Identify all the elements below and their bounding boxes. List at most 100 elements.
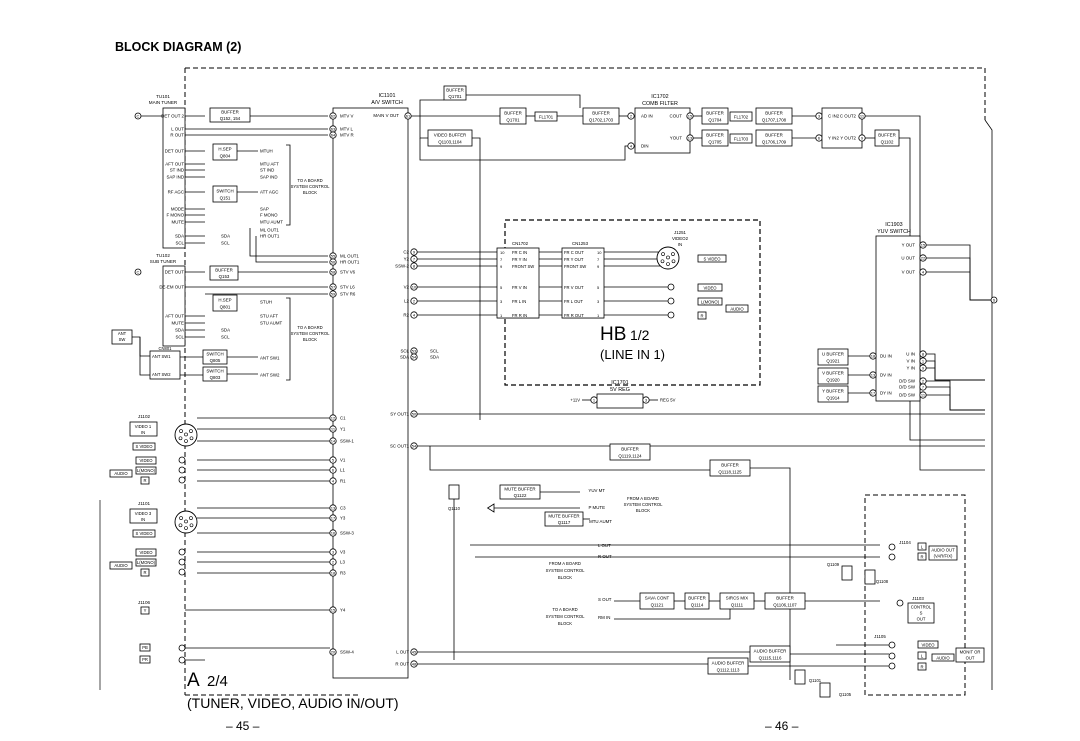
tuner-pin-label: L OUT	[171, 127, 184, 132]
ic1101-pin	[329, 112, 337, 120]
ic-pin-label: C OUT2	[840, 114, 857, 119]
ic-pin-label: SC OUT1	[390, 444, 410, 449]
block-ref: Q1112,1113	[717, 668, 740, 673]
rca-jack	[896, 599, 904, 607]
jack-mode: IN	[141, 430, 145, 435]
jack-pin	[660, 259, 665, 264]
signal-label: RM IN	[598, 615, 610, 620]
tuner-name: MAIN TUNER	[149, 100, 178, 105]
jack-label-box	[132, 529, 156, 538]
pin-number: 56	[331, 260, 336, 265]
ic1903-pin	[869, 371, 877, 379]
block-name: AUDIO BUFFER	[754, 648, 787, 653]
block-ref: Q1706,1709	[762, 140, 787, 145]
pin-number: 10	[500, 250, 505, 255]
signal-label: F MONO	[260, 213, 278, 218]
block-name: BUFFER	[776, 595, 794, 600]
block-ref: Q1114	[691, 603, 704, 608]
ic-pin-label: Y4	[340, 608, 346, 613]
wire	[926, 394, 985, 411]
note: SYSTEM CONTROL	[546, 568, 586, 573]
jack-label-box	[135, 456, 157, 465]
ic1101-pin	[329, 414, 337, 422]
tuner-ref: TU101	[156, 94, 170, 99]
board-id: HB	[600, 324, 626, 345]
ic1101-pin	[329, 569, 337, 577]
block-name: MUTE BUFFER	[548, 514, 579, 519]
block-name: BUFFER	[215, 268, 233, 273]
board-name: (LINE IN 1)	[600, 347, 665, 362]
note: BLOCK	[636, 508, 650, 513]
block-name: VIDEO BUFFER	[434, 132, 466, 137]
jack-sub: VIDEO2	[672, 236, 689, 241]
jack-label-box	[697, 311, 707, 320]
block-b_q1122	[499, 484, 541, 500]
ic1903-pin	[919, 357, 927, 365]
jack-label-box	[917, 542, 927, 551]
note: TO A BOARD	[297, 178, 322, 183]
tuner-name: SUB TUNER	[150, 259, 177, 264]
jack-label: AUDIO	[936, 656, 950, 661]
block-name: SWITCH	[206, 352, 223, 357]
block-b_q1106	[764, 592, 806, 610]
connector-cn1702	[496, 247, 540, 319]
ic1903-pin	[919, 383, 927, 391]
block-ref: Q1111	[731, 603, 744, 608]
ic-pin-label: C3	[340, 506, 346, 511]
rca-jack	[178, 456, 186, 464]
pin-number: 45	[412, 650, 417, 655]
bus-label: SCL	[430, 349, 439, 354]
pin-number: 10	[412, 285, 417, 290]
ic-pin-label: R2	[403, 313, 409, 318]
jack-label-box	[140, 476, 150, 485]
ic-pin-label: STV V6	[340, 270, 356, 275]
ic-ref: IC1702	[651, 94, 668, 100]
pin-number: 11	[331, 427, 336, 432]
block-ref: Q151	[220, 196, 231, 201]
signal-label: STU AUMT	[260, 321, 283, 326]
circle-c-left	[134, 268, 142, 276]
tuner-pin-label: SCL	[175, 241, 184, 246]
transistor-ref: Q1109	[827, 562, 840, 567]
tuner-ref: TU102	[156, 253, 170, 258]
jack-pin	[671, 252, 675, 256]
pin-number: 18	[331, 571, 336, 576]
ic-name: 5V REG	[610, 387, 630, 393]
ic1101-pin	[329, 425, 337, 433]
board-part: 2/4	[207, 673, 228, 690]
tuner-pin-label: R OUT	[170, 133, 184, 138]
ic1903-pin	[919, 254, 927, 262]
block-name: SAVA CONT	[645, 595, 670, 600]
jack-label: AUDIO	[730, 307, 744, 312]
block-b_q1118	[709, 459, 751, 477]
pin-number: 17	[871, 391, 876, 396]
block-ref: Q1115,1116	[759, 656, 782, 661]
ic1101-pin	[329, 258, 337, 266]
jack-ref: J1101	[138, 501, 151, 506]
ic-pin-label: YOUT	[670, 136, 683, 141]
pin-number: 61	[406, 114, 411, 119]
filter-fl1701	[534, 111, 558, 122]
block-name: BUFFER	[706, 110, 724, 115]
brace	[286, 297, 291, 381]
tuner-sub	[162, 265, 186, 347]
pin-number: 3	[332, 550, 335, 555]
pin-number: 2	[332, 560, 335, 565]
jack-sub: VIDEO 3	[135, 511, 152, 516]
ic-pin-label: STV R6	[340, 292, 356, 297]
circle-label: C	[137, 114, 140, 119]
note: BLOCK	[558, 575, 572, 580]
connector-ref: CN801	[158, 346, 172, 351]
pin-number: 5	[332, 458, 335, 463]
ic1101-pin	[410, 283, 418, 291]
block-name: U BUFFER	[822, 351, 844, 356]
jack-label: VIDEO	[139, 550, 153, 555]
ic-ref: IC1101	[379, 93, 396, 99]
ic-pin-label: ML OUT1	[340, 254, 359, 259]
wire	[249, 228, 328, 257]
signal-label: HR OUT1	[260, 234, 280, 239]
ic-pin-label: V2	[404, 285, 410, 290]
pin-number: 3	[645, 398, 648, 403]
pin-number: 13	[871, 373, 876, 378]
pin-number: 11	[921, 393, 926, 398]
